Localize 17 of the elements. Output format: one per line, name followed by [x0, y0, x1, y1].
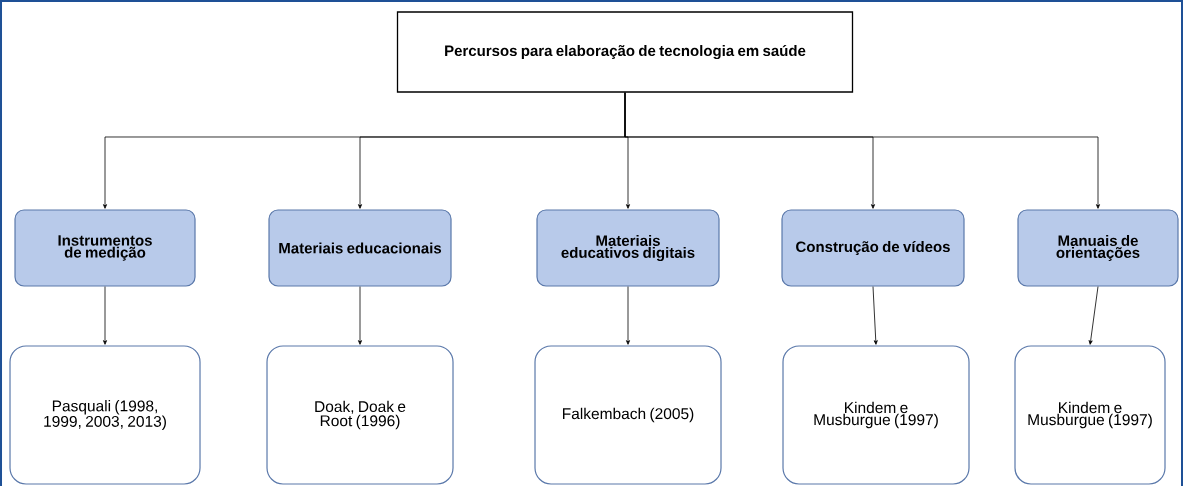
arrow	[872, 286, 878, 345]
reference-box: Pasquali (1998, 1999, 2003, 2013)	[9, 345, 201, 485]
reference-box: Doak, Doak e Root (1996)	[266, 345, 454, 485]
arrow	[358, 286, 362, 345]
category-box: Materiais educativos digitais	[536, 209, 720, 287]
category-box: Construção de vídeos	[781, 209, 965, 287]
category-box: Manuais de orientações	[1017, 209, 1179, 287]
title-box: Percursos para elaboração de tecnologia em saúde	[396, 11, 854, 93]
reference-box: Falkembach (2005)	[534, 345, 722, 485]
reference-box: Kindem e Musburgue (1997)	[782, 345, 970, 485]
arrow	[103, 286, 107, 345]
arrow	[624, 92, 1100, 209]
category-box: Instrumentos de medição	[14, 209, 196, 287]
arrow	[626, 286, 630, 345]
category-box: Materiais educacionais	[268, 209, 452, 287]
arrow	[1088, 286, 1099, 345]
reference-box: Kindem e Musburgue (1997)	[1014, 345, 1166, 485]
